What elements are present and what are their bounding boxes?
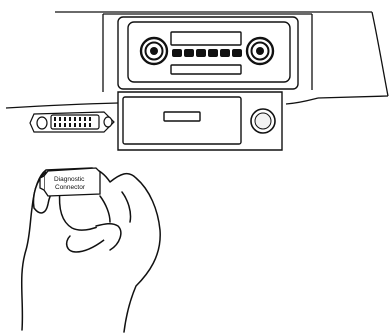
left-knob-center xyxy=(150,47,158,55)
preset-button-2 xyxy=(184,49,194,57)
dash-right-body-edge xyxy=(372,12,388,96)
preset-button-6 xyxy=(232,49,242,57)
right-knob-center xyxy=(256,47,264,55)
power-outlet-inner xyxy=(255,113,271,129)
preset-button-1 xyxy=(172,49,182,57)
radio-unit xyxy=(118,17,298,89)
obd-mount-left xyxy=(37,117,47,129)
lower-console xyxy=(118,92,282,150)
preset-button-3 xyxy=(196,49,206,57)
radio-slot xyxy=(171,65,241,74)
preset-button-4 xyxy=(208,49,218,57)
dash-lower-edge xyxy=(6,103,118,108)
compartment-handle xyxy=(164,112,200,121)
obd-mount-right xyxy=(104,117,112,127)
dash-lower-right-edge xyxy=(286,98,318,104)
connector-label-line2: Connector xyxy=(55,184,86,191)
preset-button-5 xyxy=(220,49,230,57)
radio-display xyxy=(171,32,241,45)
dash-right-lower-edge xyxy=(318,96,388,98)
connector-shoulder xyxy=(40,176,44,190)
vehicle-obd-port xyxy=(30,112,114,132)
diagnostic-connector: Diagnostic Connector xyxy=(40,168,100,196)
connector-label-line1: Diagnostic xyxy=(54,176,85,183)
